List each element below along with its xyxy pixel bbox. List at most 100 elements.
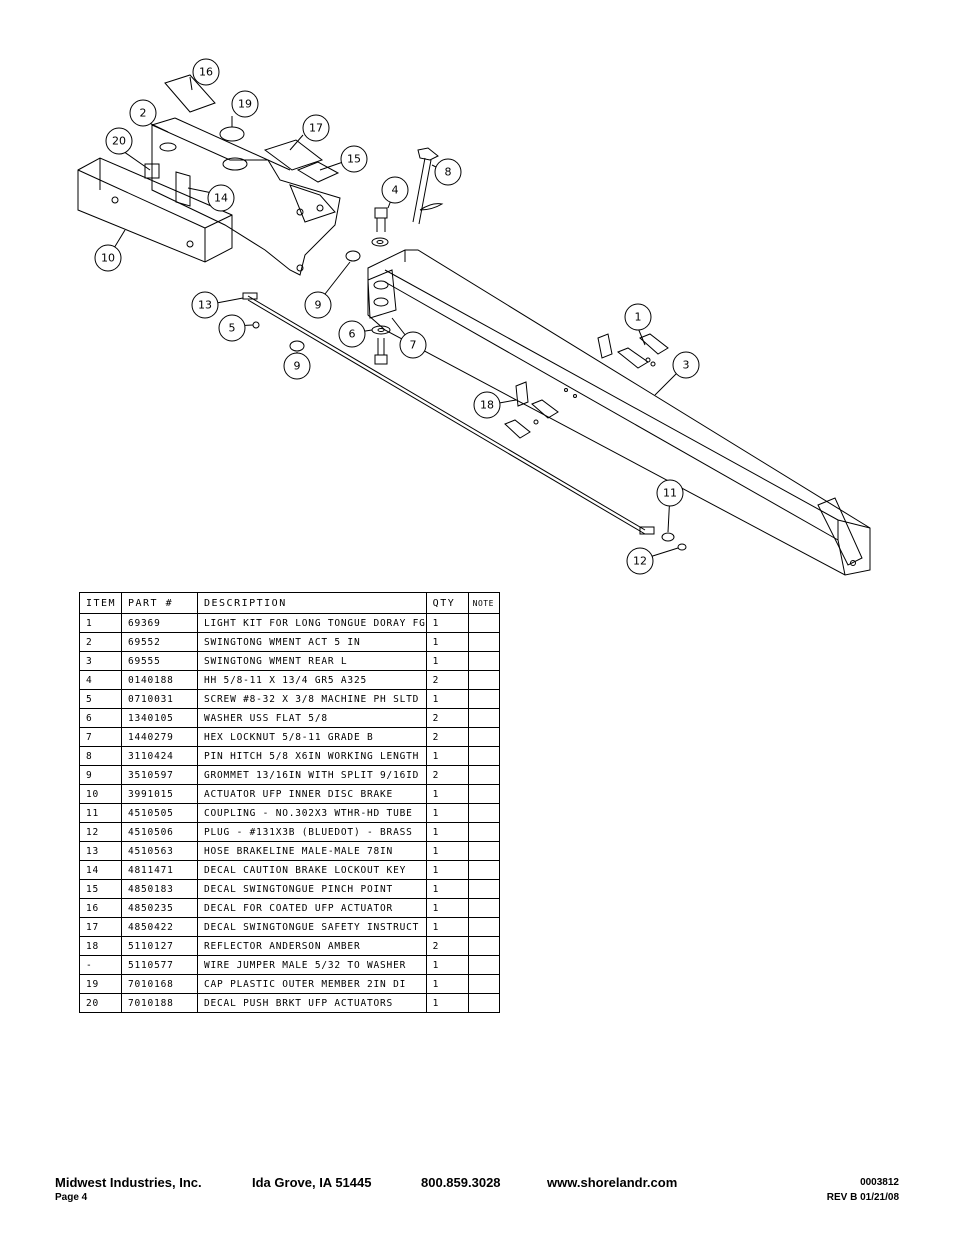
footer-doc-number: 0003812 — [860, 1177, 899, 1188]
cell-description: HH 5/8-11 X 13/4 GR5 A325 — [197, 670, 427, 690]
cell-qty: 1 — [425, 993, 469, 1013]
cell-note — [467, 689, 500, 709]
cell-qty: 1 — [425, 879, 469, 899]
callout-label: 16 — [199, 66, 213, 79]
cell-item: 2 — [79, 632, 122, 652]
cell-part: 1340105 — [121, 708, 198, 728]
cell-part: 4850235 — [121, 898, 198, 918]
cell-part: 7010188 — [121, 993, 198, 1013]
cell-item: 20 — [79, 993, 122, 1013]
callout-label: 17 — [309, 122, 323, 135]
cell-note — [467, 765, 500, 785]
callout-label: 9 — [315, 299, 322, 312]
cell-qty: 2 — [425, 727, 469, 747]
cell-part: 5110127 — [121, 936, 198, 956]
cell-qty: 1 — [425, 860, 469, 880]
header-part: PART # — [121, 592, 198, 614]
cell-note — [467, 955, 500, 975]
cell-part: 3110424 — [121, 746, 198, 766]
cell-item: 7 — [79, 727, 122, 747]
cell-description: HOSE BRAKELINE MALE-MALE 78IN — [197, 841, 427, 861]
cell-qty: 2 — [425, 708, 469, 728]
callout-label: 9 — [294, 360, 301, 373]
cell-qty: 2 — [425, 765, 469, 785]
cell-item: 3 — [79, 651, 122, 671]
header-note: NOTE — [467, 592, 500, 614]
cell-part: 7010168 — [121, 974, 198, 994]
footer-website[interactable]: www.shorelandr.com — [547, 1175, 678, 1190]
cell-part: 69369 — [121, 613, 198, 633]
cell-note — [467, 803, 500, 823]
cell-part: 0710031 — [121, 689, 198, 709]
callout-label: 4 — [392, 184, 399, 197]
cell-part: 4510563 — [121, 841, 198, 861]
footer-company: Midwest Industries, Inc. — [55, 1175, 202, 1190]
cell-item: 5 — [79, 689, 122, 709]
cell-qty: 1 — [425, 784, 469, 804]
cell-item: 9 — [79, 765, 122, 785]
callout-label: 19 — [238, 98, 252, 111]
cell-qty: 1 — [425, 917, 469, 937]
cell-note — [467, 879, 500, 899]
callout-label: 5 — [229, 322, 236, 335]
callout-label: 2 — [140, 107, 147, 120]
cell-item: 19 — [79, 974, 122, 994]
cell-qty: 1 — [425, 632, 469, 652]
footer-phone: 800.859.3028 — [421, 1175, 501, 1190]
cell-description: WIRE JUMPER MALE 5/32 TO WASHER — [197, 955, 427, 975]
cell-qty: 1 — [425, 689, 469, 709]
cell-item: 6 — [79, 708, 122, 728]
cell-part: 4850422 — [121, 917, 198, 937]
cell-note — [467, 727, 500, 747]
cell-description: CAP PLASTIC OUTER MEMBER 2IN DI — [197, 974, 427, 994]
callout-label: 3 — [683, 359, 690, 372]
cell-qty: 1 — [425, 822, 469, 842]
cell-note — [467, 746, 500, 766]
callout-label: 8 — [445, 166, 452, 179]
cell-description: DECAL FOR COATED UFP ACTUATOR — [197, 898, 427, 918]
cell-item: 15 — [79, 879, 122, 899]
cell-note — [467, 670, 500, 690]
cell-description: HEX LOCKNUT 5/8-11 GRADE B — [197, 727, 427, 747]
cell-part: 5110577 — [121, 955, 198, 975]
cell-description: PIN HITCH 5/8 X6IN WORKING LENGTH — [197, 746, 427, 766]
cell-part: 4850183 — [121, 879, 198, 899]
callout-label: 15 — [347, 153, 361, 166]
cell-note — [467, 974, 500, 994]
cell-note — [467, 784, 500, 804]
cell-note — [467, 860, 500, 880]
cell-item: - — [79, 955, 122, 975]
footer-city: Ida Grove, IA 51445 — [252, 1175, 372, 1190]
cell-item: 17 — [79, 917, 122, 937]
cell-item: 12 — [79, 822, 122, 842]
header-description: DESCRIPTION — [197, 592, 427, 614]
cell-description: DECAL SWINGTONGUE PINCH POINT — [197, 879, 427, 899]
cell-qty: 1 — [425, 613, 469, 633]
cell-description: GROMMET 13/16IN WITH SPLIT 9/16ID — [197, 765, 427, 785]
callout-label: 14 — [214, 192, 228, 205]
cell-item: 10 — [79, 784, 122, 804]
cell-note — [467, 632, 500, 652]
cell-item: 16 — [79, 898, 122, 918]
cell-note — [467, 936, 500, 956]
cell-description: SWINGTONG WMENT REAR L — [197, 651, 427, 671]
callout-label: 20 — [112, 135, 126, 148]
cell-part: 69552 — [121, 632, 198, 652]
callout-label: 18 — [480, 399, 494, 412]
cell-description: DECAL SWINGTONGUE SAFETY INSTRUCT — [197, 917, 427, 937]
